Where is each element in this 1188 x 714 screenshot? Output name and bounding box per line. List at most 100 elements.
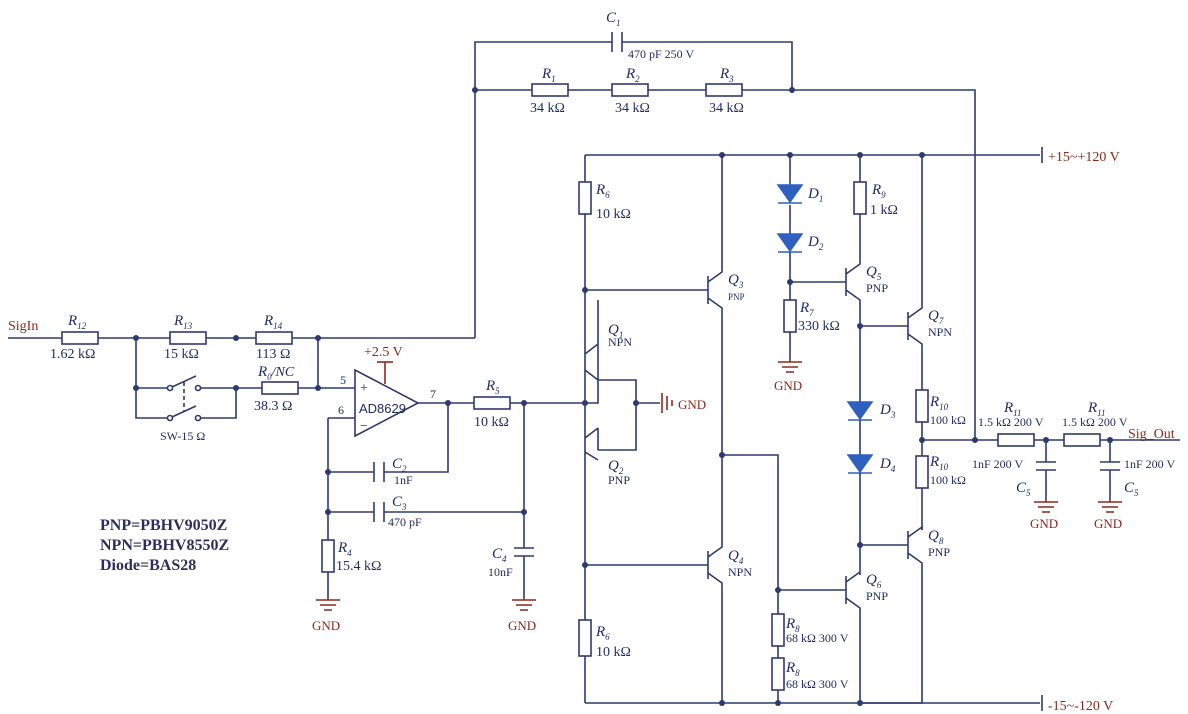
c3-value: 470 pF — [388, 515, 422, 529]
c5b-label: C5 — [1124, 480, 1139, 498]
gnd-label-r7: GND — [774, 378, 802, 393]
gnd-label-c5a: GND — [1030, 516, 1058, 531]
feedback-network: C1 470 pF 250 V R1 34 kΩ R2 34 kΩ R3 34 … — [472, 10, 976, 440]
r11b-value: 1.5 kΩ 200 V — [1062, 415, 1128, 429]
r6b-label: R6 — [595, 624, 610, 642]
bias-stage: D1 D2 R7 330 kΩ GND Q5 PNP R9 1 kΩ D3 D4… — [771, 155, 898, 703]
q4-type: NPN — [728, 565, 752, 579]
r11b-label: R11 — [1087, 400, 1106, 418]
q2-label: Q2 — [608, 458, 624, 476]
opamp-feedback: C2 1nF C3 470 pF R4 15.4 kΩ GND R5 10 kΩ… — [312, 378, 585, 633]
gnd-label-c5b: GND — [1094, 516, 1122, 531]
q8-label: Q8 — [928, 528, 944, 546]
r2-value: 34 kΩ — [615, 101, 650, 116]
c5b-value: 1nF 200 V — [1124, 457, 1175, 471]
diode-d4 — [846, 454, 874, 474]
d3-label: D3 — [879, 402, 896, 420]
driver-stage: R6 10 kΩ R6 10 kΩ GND Q1 NPN Q2 PNP Q3 P… — [578, 155, 779, 703]
d4-label: D4 — [879, 456, 896, 474]
r8a-value: 68 kΩ 300 V — [786, 631, 849, 645]
bom-pnp: PNP=PBHV9050Z — [100, 517, 227, 534]
resistor-r3 — [705, 83, 743, 97]
resistor-r8-top — [771, 613, 785, 647]
opamp-minus: − — [360, 419, 368, 434]
q7-label: Q7 — [928, 308, 944, 326]
pin6-label: 6 — [338, 403, 344, 417]
c1-label: C1 — [606, 10, 621, 28]
c4-label: C4 — [492, 546, 507, 564]
r13-label: R13 — [173, 313, 193, 331]
q3-label: Q3 — [728, 272, 744, 290]
diode-d1 — [776, 184, 804, 204]
c3-label: C3 — [392, 494, 407, 512]
r10a-label: R10 — [929, 394, 949, 412]
sigout-label: Sig_Out — [1128, 427, 1175, 442]
c2-value: 1nF — [394, 473, 413, 487]
resistor-r5 — [473, 396, 511, 410]
resistor-r4 — [321, 539, 335, 573]
r13-value: 15 kΩ — [164, 347, 199, 362]
r4-value: 15.4 kΩ — [336, 559, 381, 574]
r8a-label: R8 — [785, 616, 800, 634]
r10a-value: 100 kΩ — [930, 413, 966, 427]
r5-label: R5 — [485, 378, 500, 396]
q1-label: Q1 — [608, 322, 623, 340]
opamp-ad8629: +2.5 V AD8629 + − 5 6 7 — [328, 345, 451, 438]
r11a-label: R11 — [1003, 400, 1022, 418]
r6a-label: R6 — [595, 182, 610, 200]
r12-value: 1.62 kΩ — [50, 347, 95, 362]
q3-type: PNP — [728, 292, 745, 302]
resistor-r13 — [169, 331, 207, 345]
output-stage: Q7 NPN R10 100 kΩ R10 100 kΩ Q8 PNP — [860, 155, 966, 704]
q2-type: PNP — [608, 473, 630, 487]
r6b-value: 10 kΩ — [596, 645, 631, 660]
r1-value: 34 kΩ — [530, 101, 565, 116]
d1-label: D1 — [807, 186, 823, 204]
r12-label: R12 — [67, 313, 87, 331]
r8b-value: 68 kΩ 300 V — [786, 677, 849, 691]
q6-label: Q6 — [866, 572, 882, 590]
gnd-label-r4: GND — [312, 618, 340, 633]
r10b-label: R10 — [929, 454, 949, 472]
resistor-r2 — [611, 83, 649, 97]
q6-type: PNP — [866, 589, 888, 603]
resistor-r10-top — [915, 389, 929, 423]
q5-type: PNP — [866, 281, 888, 295]
r2-label: R2 — [625, 66, 640, 84]
r10b-value: 100 kΩ — [930, 473, 966, 487]
opamp-supply-label: +2.5 V — [364, 345, 403, 360]
resistor-r6-bottom — [578, 619, 592, 657]
c4-value: 10nF — [488, 565, 513, 579]
resistor-r11-right — [1063, 433, 1101, 447]
resistor-r8-bottom — [771, 657, 785, 691]
resistor-r10-bottom — [915, 455, 929, 489]
resistor-r14 — [255, 331, 293, 345]
resistor-r1 — [531, 83, 569, 97]
r4-label: R4 — [337, 540, 352, 558]
resistor-r9 — [853, 181, 867, 215]
negative-supply-label: -15~-120 V — [1048, 699, 1113, 714]
r3-label: R3 — [719, 66, 734, 84]
q8-type: PNP — [928, 545, 950, 559]
sigin-label: SigIn — [8, 319, 38, 334]
r11a-value: 1.5 kΩ 200 V — [978, 415, 1044, 429]
r9-value: 1 kΩ — [870, 203, 898, 218]
resistor-r12 — [61, 331, 99, 345]
r7-value: 330 kΩ — [798, 319, 840, 334]
r0-value: 38.3 Ω — [254, 399, 292, 414]
r14-label: R14 — [263, 313, 283, 331]
bom-notes: PNP=PBHV9050Z NPN=PBHV8550Z Diode=BAS28 — [100, 517, 229, 574]
output-filter: R11 1.5 kΩ 200 V R11 1.5 kΩ 200 V Sig_Ou… — [922, 400, 1180, 531]
resistor-r6-top — [578, 181, 592, 215]
c2-label: C2 — [392, 456, 407, 474]
q7-type: NPN — [928, 325, 952, 339]
r1-label: R1 — [541, 66, 556, 84]
gnd-label-q1q2: GND — [678, 397, 706, 412]
gnd-label-c4: GND — [508, 618, 536, 633]
r7-label: R7 — [799, 300, 814, 318]
resistor-r7 — [783, 299, 797, 333]
bom-npn: NPN=PBHV8550Z — [100, 537, 229, 554]
r6a-value: 10 kΩ — [596, 207, 631, 222]
